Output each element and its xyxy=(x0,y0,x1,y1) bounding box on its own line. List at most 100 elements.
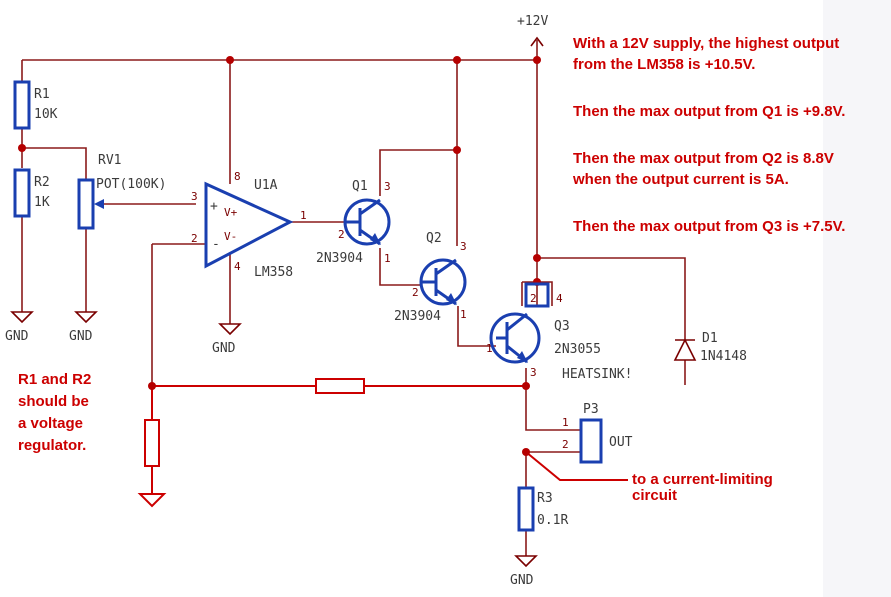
wiper-arrow-icon xyxy=(94,199,104,209)
potentiometer-rv1: RV1 POT(100K) xyxy=(77,153,166,230)
u1a-pin1: 1 xyxy=(300,209,307,222)
p3-ref: P3 xyxy=(583,402,599,417)
r3-value: 0.1R xyxy=(537,513,568,528)
r2-value: 1K xyxy=(34,195,50,210)
added-feedback xyxy=(137,378,628,508)
junction-dot xyxy=(533,56,541,64)
q1-emitter-arrow-icon xyxy=(370,233,381,245)
note-divider-line3: a voltage xyxy=(18,415,83,432)
junction-dot xyxy=(18,144,26,152)
note-lm358-line1: With a 12V supply, the highest output xyxy=(573,35,839,52)
resistor-r2: R2 1K xyxy=(13,168,50,218)
q2-pin2: 2 xyxy=(412,286,419,299)
q3-pin3: 3 xyxy=(530,366,537,379)
u1a-pin8: 8 xyxy=(234,170,241,183)
q3-pin4: 4 xyxy=(556,292,563,305)
u1a-value: LM358 xyxy=(254,265,293,280)
q3-heatsink-tab xyxy=(524,282,550,308)
q2-ref: Q2 xyxy=(426,231,442,246)
opamp-u1a: U1A LM358 3 2 1 8 4 + - V+ V- xyxy=(191,170,307,280)
q1-value: 2N3904 xyxy=(316,251,363,266)
junction-dot xyxy=(522,382,530,390)
transistor-q1: Q1 2N3904 2 3 1 xyxy=(316,179,391,266)
u1a-pin3: 3 xyxy=(191,190,198,203)
r3-ref: R3 xyxy=(537,491,553,506)
r1-value: 10K xyxy=(34,107,58,122)
q3-pin1: 1 xyxy=(486,342,493,355)
r2-body xyxy=(13,168,31,218)
out-pin2-wire xyxy=(525,451,581,488)
u1a-ref: U1A xyxy=(254,178,278,193)
annotations: With a 12V supply, the highest output fr… xyxy=(18,35,845,504)
q2-emitter-arrow-icon xyxy=(446,293,457,305)
q2-pin3: 3 xyxy=(460,240,467,253)
r1-body xyxy=(13,80,31,130)
u1a-minus: - xyxy=(212,237,220,252)
r2-ref: R2 xyxy=(34,175,50,190)
note-divider-line2: should be xyxy=(18,393,89,410)
q3-value: 2N3055 xyxy=(554,342,601,357)
junctions xyxy=(18,56,541,456)
r1-ref: R1 xyxy=(34,87,50,102)
d1-value: 1N4148 xyxy=(700,349,747,364)
ground-symbols: GND GND GND GND xyxy=(5,311,538,588)
q1-emitter-wire xyxy=(379,248,420,286)
supply-symbol: +12V xyxy=(517,14,548,47)
opamp-triangle xyxy=(204,181,294,269)
gnd-label: GND xyxy=(212,341,236,356)
q2-emitter-wire xyxy=(457,306,496,347)
gnd-label: GND xyxy=(510,573,534,588)
supply-arrow-icon xyxy=(530,36,544,47)
ground-icon xyxy=(74,311,98,324)
note-current-limit-line1: to a current-limiting xyxy=(632,471,773,488)
lower-resistor xyxy=(144,419,160,467)
u1a-vplus: V+ xyxy=(224,206,238,219)
added-ground-symbol xyxy=(137,493,167,508)
q1-pin1: 1 xyxy=(384,252,391,265)
q1-pin3: 3 xyxy=(384,180,391,193)
p3-body xyxy=(579,418,603,464)
resistor-r1: R1 10K xyxy=(13,80,58,130)
q3-emitter-arrow-icon xyxy=(517,351,528,363)
transistor-q2: Q2 2N3904 2 3 1 xyxy=(394,231,467,324)
p3-pin1: 1 xyxy=(562,416,569,429)
junction-dot xyxy=(533,254,541,262)
ground-icon xyxy=(514,555,538,568)
note-divider-line4: regulator. xyxy=(18,437,86,454)
diode-wire xyxy=(537,257,686,385)
gnd-label: GND xyxy=(69,329,93,344)
note-q1: Then the max output from Q1 is +9.8V. xyxy=(573,103,845,120)
q3-pin2: 2 xyxy=(530,292,537,305)
diode-d1: D1 1N4148 xyxy=(673,331,747,364)
junction-dot xyxy=(522,448,530,456)
junction-dot xyxy=(453,56,461,64)
q3-body xyxy=(489,312,541,364)
u1a-pin2: 2 xyxy=(191,232,198,245)
junction-dot xyxy=(148,382,156,390)
rv1-ref: RV1 xyxy=(98,153,121,168)
pot-top-wire xyxy=(22,147,87,180)
rv1-body xyxy=(77,178,95,230)
q3-ref: Q3 xyxy=(554,319,570,334)
p3-pin2: 2 xyxy=(562,438,569,451)
q3-heatsink-note: HEATSINK! xyxy=(562,367,632,382)
gnd-label: GND xyxy=(5,329,29,344)
r3-body xyxy=(517,486,535,532)
p3-value: OUT xyxy=(609,435,633,450)
q2-pin1: 1 xyxy=(460,308,467,321)
current-limit-pointer xyxy=(525,451,628,481)
note-q2-line2: when the output current is 5A. xyxy=(572,171,789,188)
right-margin-strip xyxy=(823,0,891,597)
q1-pin2: 2 xyxy=(338,228,345,241)
supply-label: +12V xyxy=(517,14,548,29)
junction-dot xyxy=(226,56,234,64)
feedback-resistor xyxy=(315,378,365,394)
ground-icon xyxy=(218,323,242,336)
rv1-value: POT(100K) xyxy=(96,177,166,192)
q3-leads xyxy=(496,312,528,364)
note-current-limit-line2: circuit xyxy=(632,487,677,504)
q1-ref: Q1 xyxy=(352,179,368,194)
connector-p3: P3 OUT 1 2 xyxy=(562,402,633,464)
